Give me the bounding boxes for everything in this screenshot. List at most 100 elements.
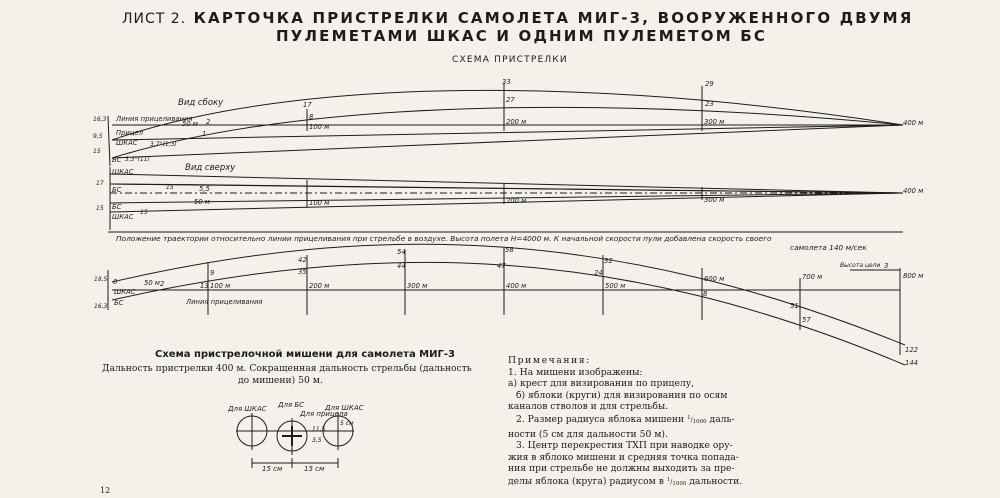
- bottom-left-dim-bot: 16,3: [94, 303, 108, 310]
- bottom-target-height-value: 3: [884, 262, 889, 270]
- bottom-dist-700: 700 м: [802, 273, 823, 281]
- bottom-v35: 35: [298, 268, 307, 276]
- target-label-sight: Для прицела: [300, 410, 348, 418]
- bottom-v54: 54: [397, 248, 406, 256]
- side-bs-label: БС: [112, 156, 122, 164]
- bottom-v144: 144: [905, 359, 918, 367]
- note-3e: дальности.: [689, 475, 743, 487]
- note-2c: ности (5 см для дальности 50 м).: [508, 428, 668, 440]
- target-label-bs: Для БС: [278, 401, 305, 409]
- bottom-dist-100: 100 м: [210, 282, 231, 290]
- scheme-title: СХЕМА ПРИСТРЕЛКИ: [452, 55, 568, 65]
- note-2b: даль-: [709, 413, 735, 425]
- side-v23: 23: [705, 100, 714, 108]
- note-1c: каналов стволов и для стрельбы.: [508, 401, 669, 413]
- bottom-bs-label: БС: [114, 299, 124, 307]
- top-left-dim-a: 17: [96, 180, 104, 187]
- target-circle-label: 5 см: [340, 420, 354, 427]
- note-2a-line: 2. Размер радиуса яблока мишени 1/1000 д…: [508, 413, 742, 429]
- top-shkas-line-a: [110, 174, 903, 193]
- bottom-left-dim-top: 18,5: [94, 276, 108, 283]
- top-dist-300: 300 м: [704, 196, 725, 204]
- side-v27: 27: [506, 96, 515, 104]
- bottom-v50: 50 м: [144, 279, 160, 287]
- top-v50: 50 м: [194, 198, 210, 206]
- side-angle-1: 3,7°(1,3): [150, 141, 177, 148]
- note-3d-line: делы яблока (круга) радиусом в 1/1000 да…: [508, 475, 742, 491]
- side-v50: 50 м: [182, 120, 198, 128]
- note-1b: б) яблоки (круги) для визирования по ося…: [516, 389, 728, 401]
- note-2a: 2. Размер радиуса яблока мишени: [516, 413, 685, 425]
- side-v1: 1: [202, 130, 207, 138]
- title-line-1: ЛИСТ 2. КАРТОЧКА ПРИСТРЕЛКИ САМОЛЕТА МИГ…: [122, 9, 914, 27]
- side-trajectory-lower: [112, 107, 903, 158]
- trajectory-note: Положение траектории относительно линии …: [116, 234, 772, 243]
- bottom-v42: 42: [298, 256, 307, 264]
- bottom-v58: 58: [505, 246, 514, 254]
- bottom-v122: 122: [905, 346, 918, 354]
- note-3a: 3. Центр перекрестия ТХП при наводке ору…: [516, 440, 733, 452]
- top-left-dim-b: 15: [96, 205, 104, 212]
- target-dim-left: 15 см: [262, 465, 283, 473]
- bottom-dist-800: 800 м: [903, 272, 924, 280]
- note-3b: жия в яблоко мишени и средняя точка попа…: [508, 451, 739, 463]
- side-left-mid-dim: 9,5: [93, 133, 103, 140]
- side-sight-label: Прицел: [116, 129, 143, 137]
- bottom-dist-500: 500 м: [605, 282, 626, 290]
- side-view-label: Вид сбоку: [178, 98, 224, 108]
- bottom-shkas-label: ШКАС: [114, 288, 136, 296]
- side-v29: 29: [705, 80, 714, 88]
- target-scheme-title: Схема пристрелочной мишени для самолета …: [155, 349, 455, 360]
- side-dist-100: 100 м: [309, 123, 330, 131]
- side-dist-300: 300 м: [704, 118, 725, 126]
- top-center-mark-1: 15: [140, 209, 148, 216]
- bottom-dist-300: 300 м: [407, 282, 428, 290]
- target-vert-dim-b: 3,5: [312, 437, 322, 444]
- note-3d: делы яблока (круга) радиусом в: [508, 475, 664, 487]
- side-aim-line-label: Линия прицеливания: [116, 115, 193, 123]
- target-dim-right: 15 см: [304, 465, 325, 473]
- trajectory-note-2: самолета 140 м/сек: [790, 243, 867, 252]
- side-shkas-line: [112, 125, 903, 140]
- side-left-axis: [108, 116, 110, 166]
- top-bs-label-1: БС: [112, 186, 122, 194]
- bottom-v24: 24: [594, 269, 603, 277]
- bottom-v47: 47: [497, 262, 506, 270]
- top-shkas-label-2: ШКАС: [112, 213, 134, 221]
- note-2-fraction: 1/1000: [687, 414, 707, 425]
- bottom-v0: 0: [113, 278, 118, 286]
- side-bs-line: [112, 125, 903, 158]
- side-left-bot-dim: 15: [93, 148, 101, 155]
- top-view-label: Вид сверху: [185, 163, 236, 173]
- page-number: 12: [100, 486, 111, 495]
- bottom-v8: 8: [703, 290, 708, 298]
- target-scheme-line-1: Дальность пристрелки 400 м. Сокращенная …: [102, 363, 472, 374]
- side-left-top-dim: 16,3: [93, 116, 107, 123]
- top-bs-line-b: [110, 193, 903, 203]
- side-v33: 33: [502, 78, 511, 86]
- bottom-trajectory-lower: [112, 262, 905, 365]
- bottom-v13: 13: [200, 282, 209, 290]
- notes-heading: Примечания:: [508, 355, 591, 366]
- target-label-shkas-right: Для ШКАС: [325, 404, 364, 412]
- note-1: 1. На мишени изображены:: [508, 366, 643, 378]
- top-dist-200: 200 м: [506, 197, 527, 205]
- target-scheme-line-2: до мишени) 50 м.: [238, 375, 323, 386]
- title-line-2: ПУЛЕМЕТАМИ ШКАС И ОДНИМ ПУЛЕМЕТОМ БС: [276, 27, 768, 45]
- note-3c: ния при стрельбе не должны выходить за п…: [508, 463, 735, 475]
- bottom-v32: 32: [604, 257, 613, 265]
- bottom-dist-600: 600 м: [704, 275, 725, 283]
- side-dist-200: 200 м: [506, 118, 527, 126]
- side-trajectory-upper: [112, 90, 903, 140]
- bottom-dist-400: 400 м: [506, 282, 527, 290]
- side-shkas-label: ШКАС: [116, 139, 138, 147]
- top-center-mark-2: 15: [166, 184, 174, 191]
- side-dist-400: 400 м: [903, 119, 924, 127]
- notes-block: Примечания: 1. На мишени изображены: а) …: [508, 355, 742, 491]
- top-dist-100: 100 м: [309, 199, 330, 207]
- bottom-v9: 9: [210, 269, 215, 277]
- sheet-label: ЛИСТ 2.: [122, 11, 187, 27]
- target-label-shkas-left: Для ШКАС: [228, 405, 267, 413]
